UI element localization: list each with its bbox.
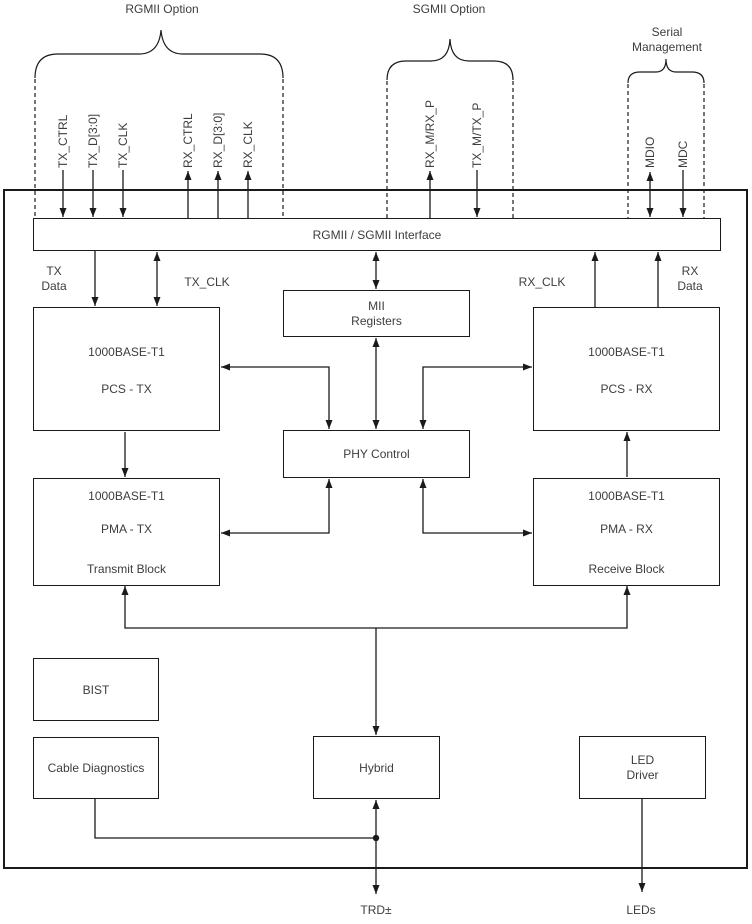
pin-label-rx-d: RX_D[3:0]	[211, 112, 225, 168]
rx-clk-bus-label: RX_CLK	[518, 275, 566, 289]
block-led-driver: LED Driver	[579, 736, 706, 799]
block-pcs-tx-line2: PCS - TX	[101, 382, 152, 396]
block-pcs-tx: 1000BASE-T1 PCS - TX	[33, 307, 220, 431]
tx-data-label-line1: TX	[46, 264, 62, 278]
pin-label-rx-m: RX_M/RX_P	[423, 99, 437, 168]
pin-label-mdc: MDC	[676, 140, 690, 168]
serial-management-label-line2: Management	[631, 40, 703, 54]
rx-data-label-line2: Data	[677, 279, 703, 293]
block-pma-rx: 1000BASE-T1 PMA - RX Receive Block	[533, 478, 720, 586]
pin-label-rx-clk: RX_CLK	[241, 121, 255, 168]
block-pcs-rx: 1000BASE-T1 PCS - RX	[533, 307, 720, 431]
block-rgmii-sgmii-interface: RGMII / SGMII Interface	[33, 218, 721, 251]
rgmii-option-label: RGMII Option	[125, 2, 199, 16]
block-bist-label: BIST	[82, 682, 110, 697]
block-mii-registers-line2: Registers	[351, 313, 402, 328]
block-pcs-rx-line2: PCS - RX	[600, 382, 653, 396]
tx-clk-bus-label: TX_CLK	[184, 275, 230, 289]
block-phy-control-label: PHY Control	[343, 447, 410, 461]
block-cable-diagnostics: Cable Diagnostics	[33, 737, 159, 799]
serial-management-label-line1: Serial	[651, 25, 683, 39]
block-pma-rx-line2: PMA - RX	[600, 522, 653, 536]
pin-label-mdio: MDIO	[643, 136, 657, 168]
block-mii-registers: MII Registers	[283, 290, 470, 337]
pin-label-tx-m: TX_M/TX_P	[470, 102, 484, 168]
tx-data-label-line2: Data	[41, 279, 67, 293]
block-pma-tx-line3: Transmit Block	[87, 562, 166, 576]
block-pma-rx-line1: 1000BASE-T1	[588, 489, 665, 503]
leds-label: LEDs	[626, 903, 656, 917]
block-hybrid: Hybrid	[313, 736, 440, 799]
block-pcs-rx-line1: 1000BASE-T1	[588, 345, 665, 359]
rx-data-label-line1: RX	[681, 264, 699, 278]
block-led-driver-line2: Driver	[626, 767, 659, 782]
block-led-driver-line1: LED	[630, 752, 655, 767]
serial-management-label: Serial Management	[612, 25, 722, 55]
block-pma-rx-line3: Receive Block	[588, 562, 665, 576]
block-pma-tx: 1000BASE-T1 PMA - TX Transmit Block	[33, 478, 220, 586]
block-cable-diagnostics-label: Cable Diagnostics	[47, 761, 145, 775]
block-phy-control: PHY Control	[283, 430, 470, 478]
trd-label: TRD±	[360, 903, 392, 917]
block-pcs-tx-line1: 1000BASE-T1	[88, 345, 165, 359]
block-pma-tx-line1: 1000BASE-T1	[88, 489, 165, 503]
block-hybrid-label: Hybrid	[359, 760, 394, 775]
pin-label-rx-ctrl: RX_CTRL	[181, 113, 195, 168]
block-mii-registers-line1: MII	[368, 298, 385, 313]
tx-data-label: TX Data	[24, 264, 84, 294]
block-rgmii-sgmii-interface-label: RGMII / SGMII Interface	[312, 227, 442, 242]
pin-label-tx-ctrl: TX_CTRL	[56, 114, 70, 168]
rx-data-label: RX Data	[660, 264, 720, 294]
block-pma-tx-line2: PMA - TX	[100, 522, 153, 536]
sgmii-brace	[386, 38, 514, 81]
serial-management-brace	[627, 58, 705, 84]
pin-label-tx-clk: TX_CLK	[116, 122, 130, 168]
block-bist: BIST	[33, 658, 159, 721]
sgmii-option-label: SGMII Option	[412, 2, 486, 16]
pin-label-tx-d: TX_D[3:0]	[86, 113, 100, 168]
